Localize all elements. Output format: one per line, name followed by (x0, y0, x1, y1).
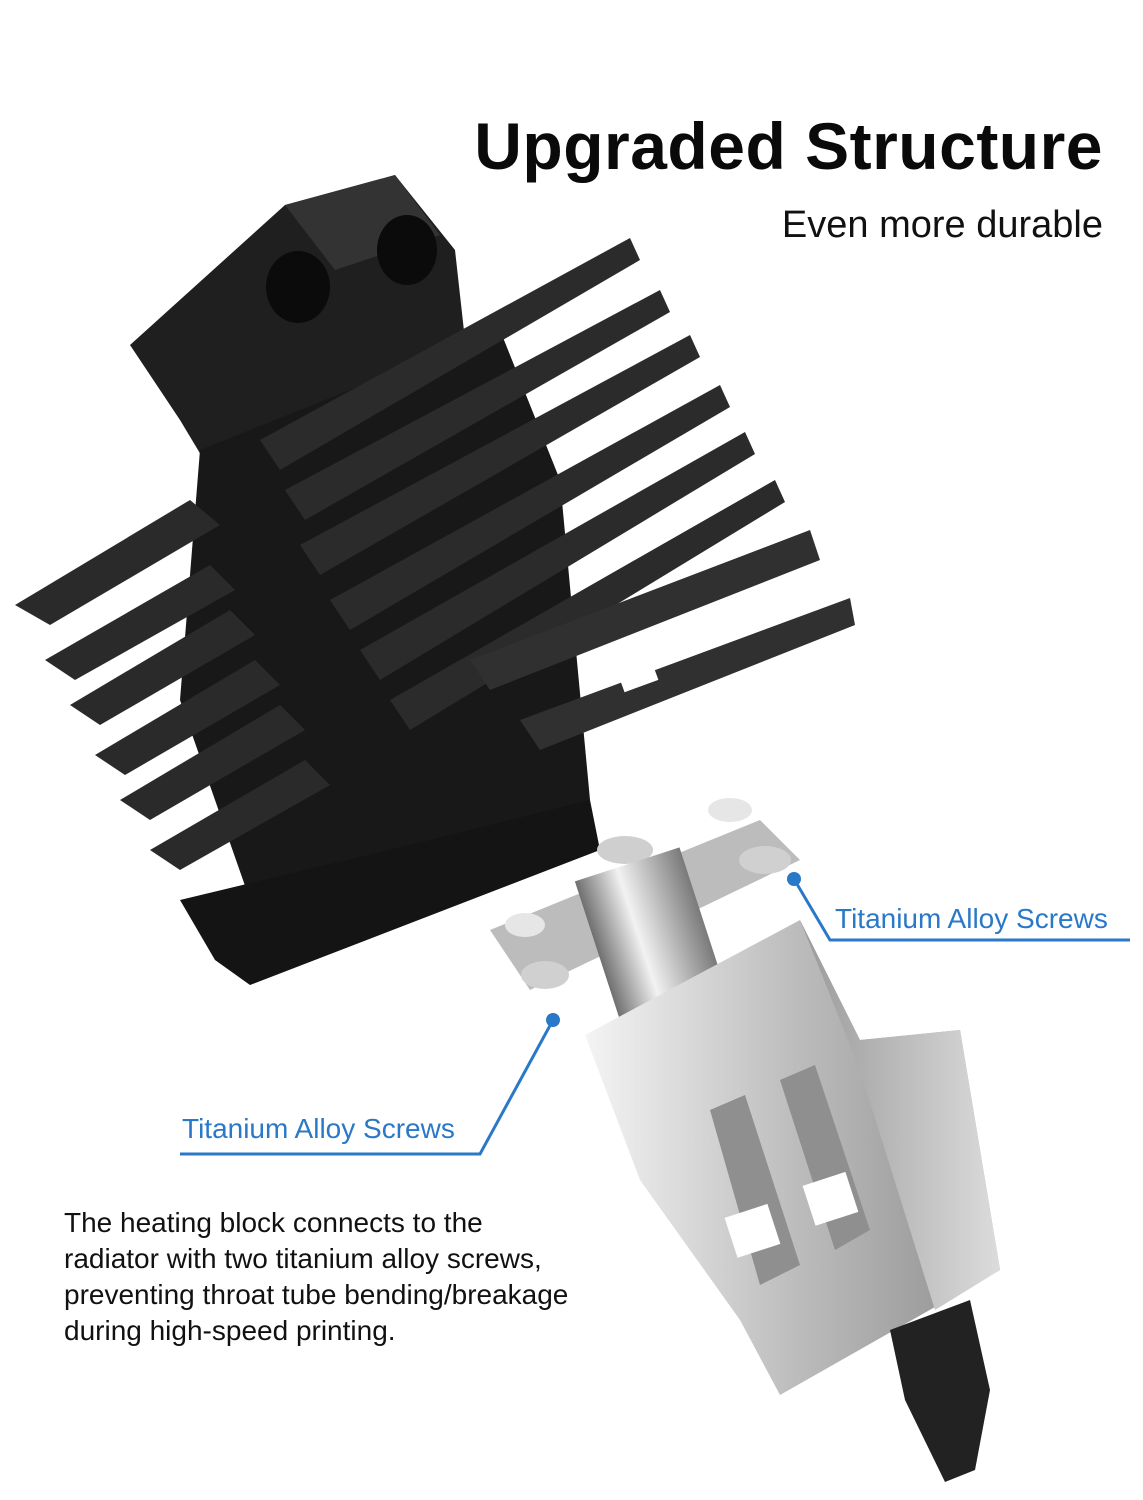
callout-lines (180, 872, 1130, 1156)
page-title: Upgraded Structure (474, 109, 1103, 183)
heatsink (15, 175, 855, 985)
callout-leader-upper (792, 878, 1130, 942)
description-text: The heating block connects to the radiat… (64, 1207, 569, 1346)
callout-label-upper: Titanium Alloy Screws (835, 903, 1108, 934)
page-subtitle: Even more durable (781, 204, 1103, 246)
heater-assembly (490, 798, 1000, 1482)
callout-label-lower: Titanium Alloy Screws (182, 1113, 455, 1144)
callout-leader-lower (180, 1019, 555, 1156)
